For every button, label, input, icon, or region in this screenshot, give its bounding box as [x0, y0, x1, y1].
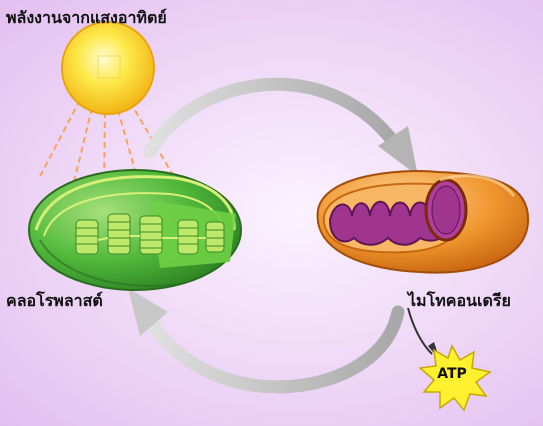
- chloroplast-label: คลอโรพลาสต์: [6, 291, 103, 310]
- atp-label: ATP: [437, 366, 467, 382]
- sunlight-energy-label: พลังงานจากแสงอาทิตย์: [6, 8, 167, 27]
- chloroplast-illustration: [28, 169, 242, 291]
- sun-group: [37, 21, 177, 193]
- sun-icon: [61, 21, 155, 115]
- atp-burst-icon: [418, 344, 492, 412]
- arrow-to-chloroplast: [128, 288, 405, 394]
- mitochondria-illustration: [316, 170, 530, 274]
- mitochondria-label: ไมโทคอนเดรีย: [408, 291, 511, 310]
- arrow-to-mitochondria: [143, 77, 418, 176]
